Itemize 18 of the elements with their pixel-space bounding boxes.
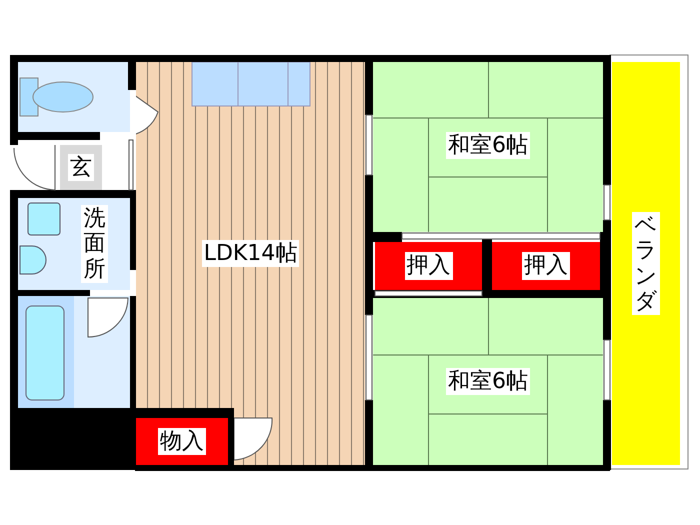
room-label: ベランダ: [632, 212, 660, 316]
room-label: 玄: [68, 154, 94, 182]
closet: [136, 408, 234, 465]
room-label: 物入: [158, 428, 206, 456]
room-label: 押入: [404, 252, 452, 280]
room-label: 和室6帖: [446, 132, 530, 160]
room-label: 押入: [522, 252, 570, 280]
living-room: [136, 62, 365, 465]
room-label: LDK14帖: [202, 240, 300, 268]
veranda: [612, 62, 680, 465]
washroom: [18, 198, 130, 290]
room-label: 和室6帖: [446, 368, 530, 396]
tatami-room: [373, 62, 603, 232]
entrance-area: [60, 145, 102, 190]
room-label: 洗面所: [80, 205, 108, 283]
closet: [492, 242, 600, 290]
tatami-room: [373, 298, 603, 465]
closet: [375, 242, 482, 290]
